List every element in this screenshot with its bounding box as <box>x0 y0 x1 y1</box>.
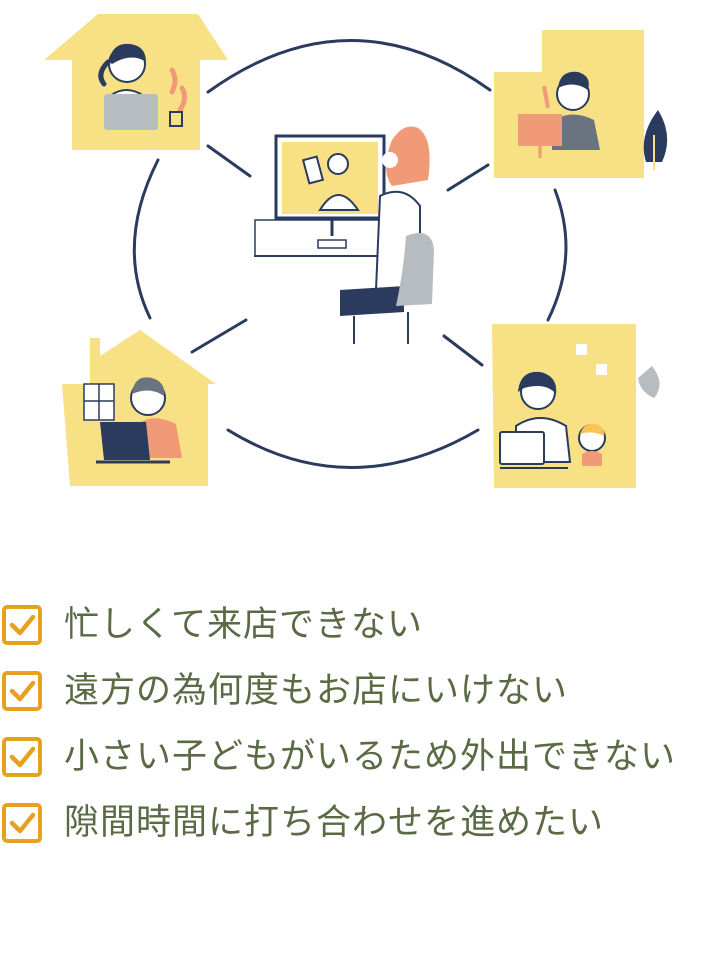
list-item-label: 忙しくて来店できない <box>64 605 423 645</box>
list-item: 隙間時間に打ち合わせを進めたい <box>0 790 709 856</box>
list-item-label: 遠方の為何度もお店にいけない <box>64 671 569 711</box>
checkbox-checked-icon <box>2 803 42 843</box>
checkbox-checked-icon <box>2 737 42 777</box>
online-meeting-illustration <box>44 14 668 488</box>
list-item-label: 小さい子どもがいるため外出できない <box>64 737 677 777</box>
list-item-label: 隙間時間に打ち合わせを進めたい <box>64 803 605 843</box>
list-item: 忙しくて来店できない <box>0 592 709 658</box>
house-bottom-right <box>492 324 660 488</box>
checkbox-checked-icon <box>2 671 42 711</box>
list-item: 遠方の為何度もお店にいけない <box>0 658 709 724</box>
house-top-left <box>44 14 228 150</box>
checkbox-checked-icon <box>2 605 42 645</box>
list-item: 小さい子どもがいるため外出できない <box>0 724 709 790</box>
reasons-checklist: 忙しくて来店できない 遠方の為何度もお店にいけない 小さい子どもがいるため外出で… <box>0 592 709 856</box>
center-person-at-computer <box>254 126 434 344</box>
house-top-right <box>494 30 668 178</box>
connection-circle <box>132 39 568 469</box>
house-bottom-left <box>62 330 216 486</box>
